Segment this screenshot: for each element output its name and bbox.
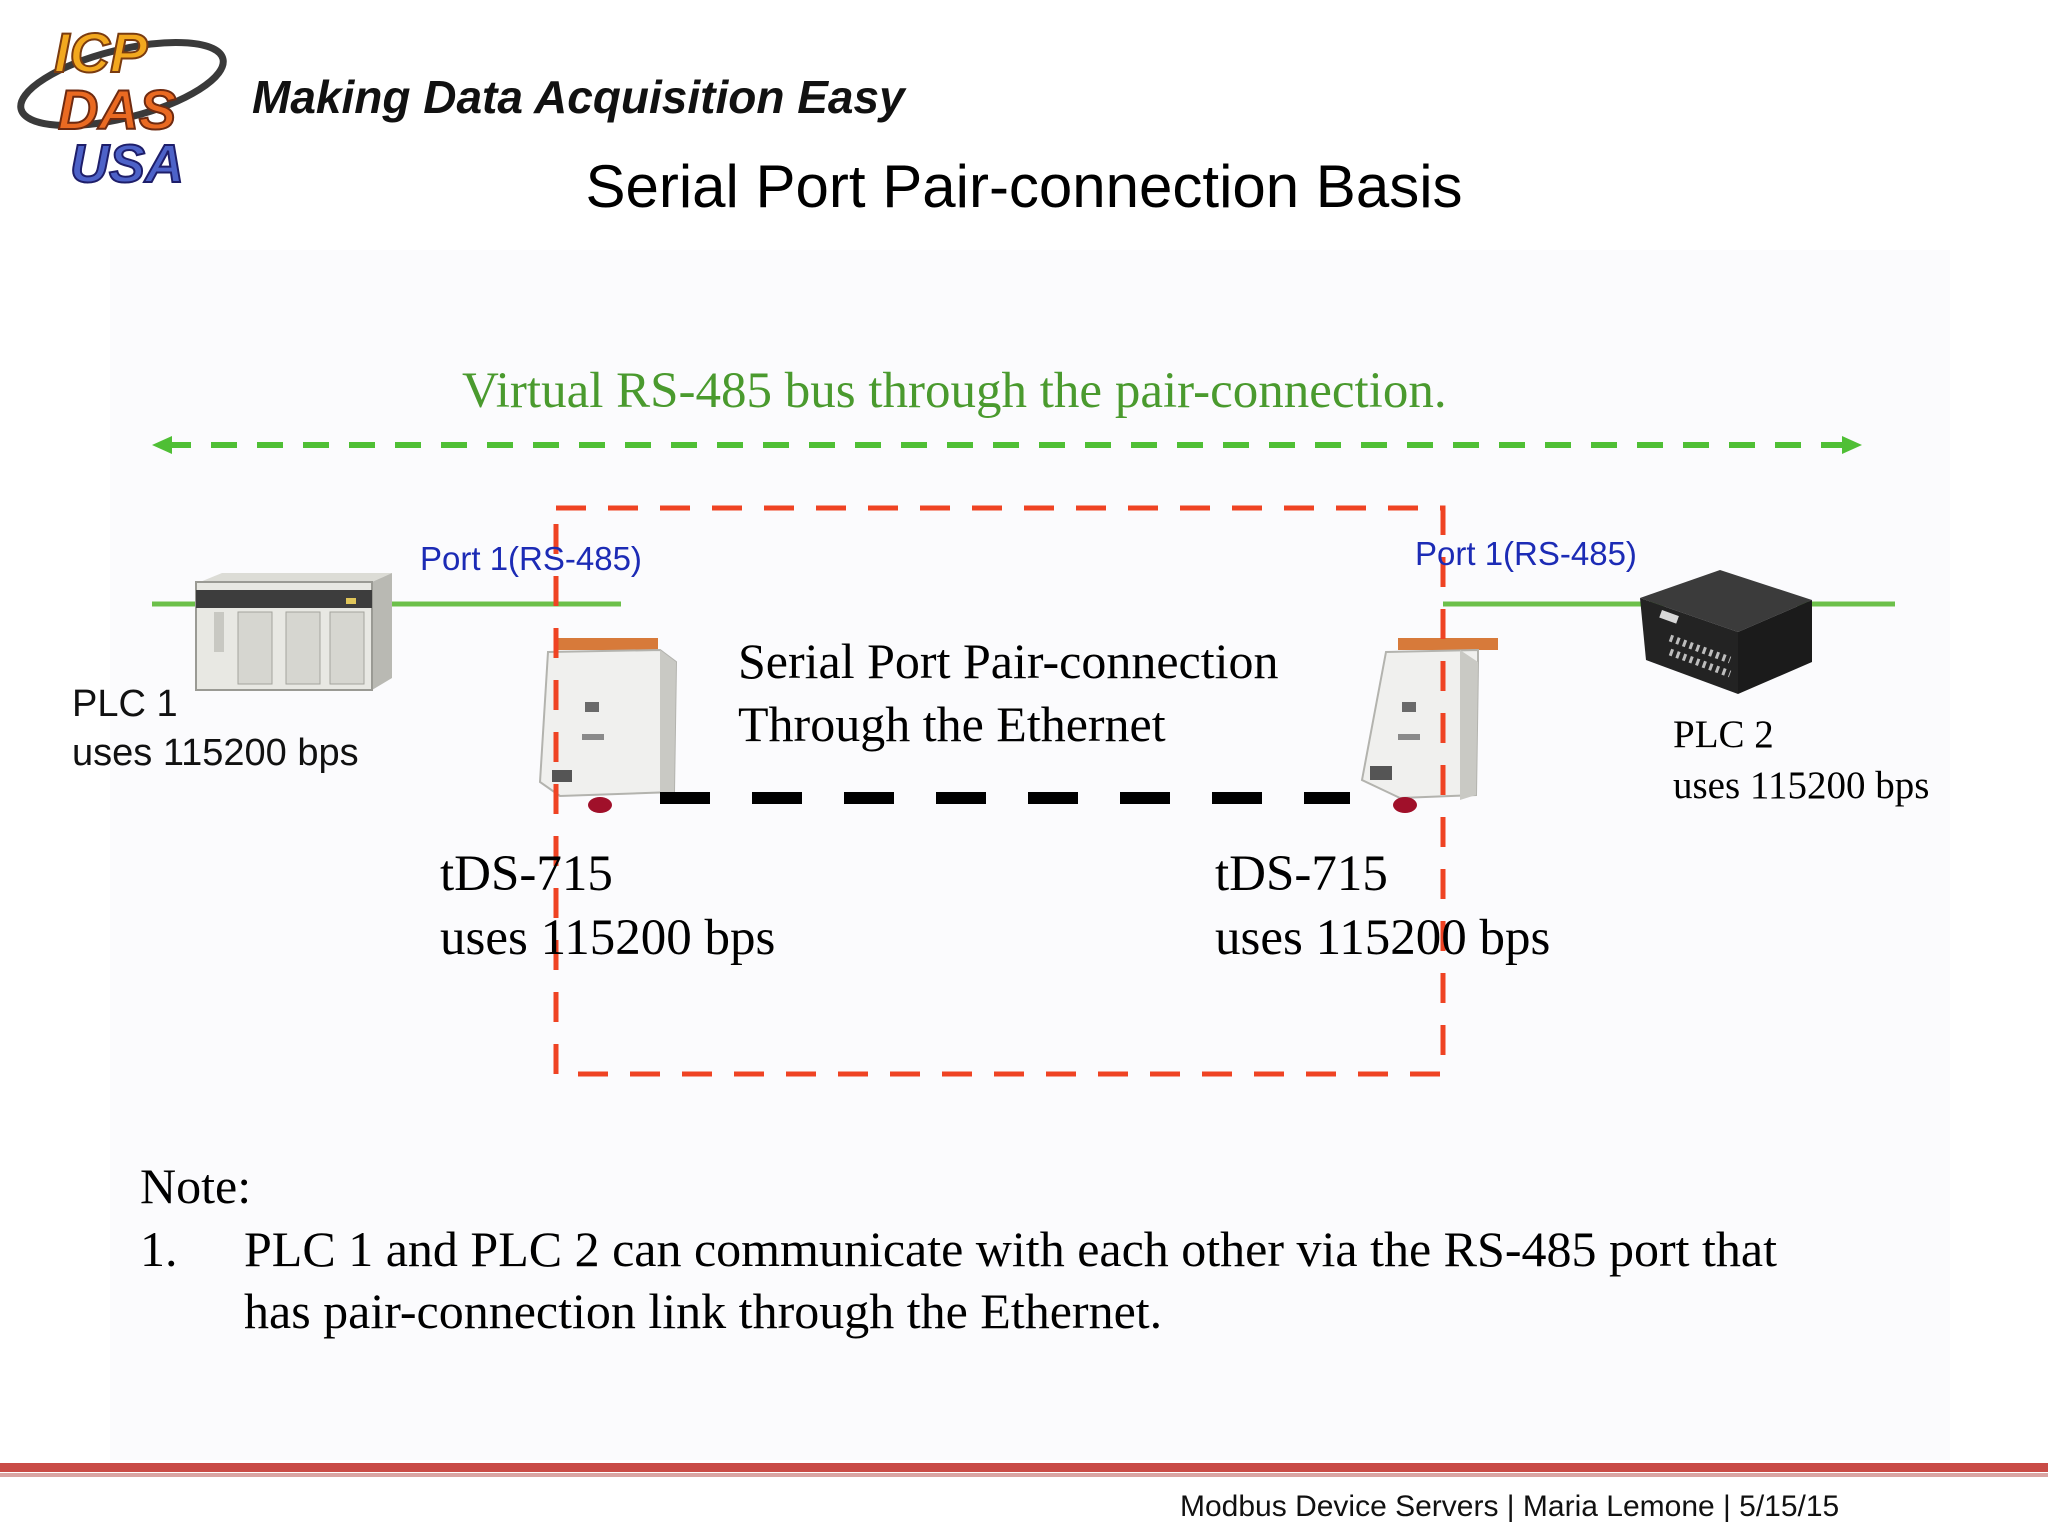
plc2-label: PLC 2 uses 115200 bps	[1673, 710, 1929, 811]
logo-text-das: DAS	[58, 78, 176, 141]
note-item-line2: has pair-connection link through the Eth…	[244, 1283, 1163, 1339]
pair-connection-label: Serial Port Pair-connection Through the …	[738, 630, 1279, 755]
note-item-line1: PLC 1 and PLC 2 can communicate with eac…	[244, 1220, 1778, 1277]
logo-text-icp: ICP	[54, 21, 148, 84]
plc1-name: PLC 1	[72, 683, 178, 725]
plc2-name: PLC 2	[1673, 713, 1774, 756]
note-heading: Note:	[140, 1158, 252, 1214]
tds715-left-label: tDS-715 uses 115200 bps	[440, 843, 775, 971]
plc1-label: PLC 1 uses 115200 bps	[72, 680, 359, 779]
port-label-left: Port 1(RS-485)	[420, 540, 642, 577]
note-item: 1. PLC 1 and PLC 2 can communicate with …	[140, 1218, 1777, 1343]
logo-text-usa: USA	[70, 134, 184, 189]
tds715-right-name: tDS-715	[1215, 846, 1388, 902]
tds715-left-name: tDS-715	[440, 846, 613, 902]
footer-rule	[0, 1463, 2048, 1472]
tds715-right-label: tDS-715 uses 115200 bps	[1215, 843, 1550, 971]
pair-connection-box	[553, 505, 1446, 1077]
pair-connection-line1: Serial Port Pair-connection	[738, 633, 1279, 689]
plc1-speed: uses 115200 bps	[72, 732, 359, 775]
footer-rule-shadow	[0, 1473, 2048, 1477]
note-block: Note: 1. PLC 1 and PLC 2 can communicate…	[140, 1155, 1777, 1343]
icpdas-logo: ICP DAS USA	[17, 20, 227, 189]
tds715-left-speed: uses 115200 bps	[440, 909, 776, 966]
tagline: Making Data Acquisition Easy	[252, 71, 905, 123]
pair-connection-line2: Through the Ethernet	[738, 695, 1166, 752]
tds715-right-device	[1360, 638, 1498, 813]
note-item-text: PLC 1 and PLC 2 can communicate with eac…	[244, 1218, 1777, 1343]
virtual-bus-label: Virtual RS-485 bus through the pair-conn…	[462, 363, 1447, 419]
plc2-speed: uses 115200 bps	[1673, 763, 1930, 807]
slide-background	[110, 250, 1950, 1460]
footer-text: Modbus Device Servers | Maria Lemone | 5…	[1180, 1490, 1840, 1523]
tds715-right-speed: uses 115200 bps	[1215, 909, 1551, 966]
virtual-bus-arrow	[152, 436, 1862, 454]
note-item-number: 1.	[140, 1220, 178, 1277]
plc2-device	[1640, 570, 1812, 694]
slide-title: Serial Port Pair-connection Basis	[585, 153, 1463, 220]
port-label-right: Port 1(RS-485)	[1415, 535, 1637, 572]
tds715-left-device	[538, 638, 678, 813]
plc1-device	[195, 573, 392, 691]
